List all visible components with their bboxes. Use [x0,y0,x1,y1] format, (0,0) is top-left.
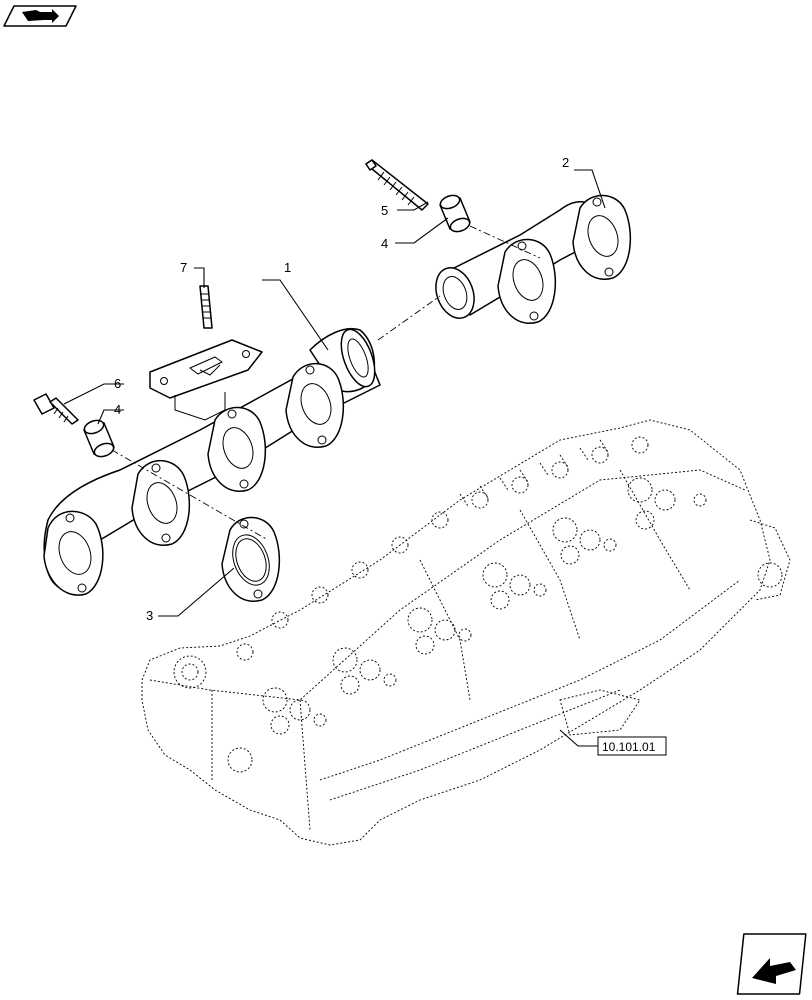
book-arrow-icon[interactable] [3,5,77,27]
exhaust-manifold-rear [43,328,381,596]
cylinder-head [141,419,791,846]
callout-1: 1 [284,260,291,275]
bolt [33,393,79,425]
callout-5: 5 [381,203,388,218]
callout-3: 3 [146,608,153,623]
stud-bolt [365,159,429,211]
reference-box[interactable]: 10.101.01 [597,736,667,756]
callout-2: 2 [562,155,569,170]
callout-4-lower: 4 [114,402,121,417]
spacer-sleeve-lower [83,419,115,458]
spacer-sleeve-upper [439,194,471,233]
callout-4-upper: 4 [381,236,388,251]
callout-leaders [63,169,606,747]
callout-7: 7 [180,260,187,275]
short-stud [199,285,213,329]
exhaust-manifold-front [435,194,632,324]
assembly-axis-lines [111,225,541,541]
next-page-arrow-icon[interactable] [736,933,807,995]
callout-6: 6 [114,376,121,391]
reference-code: 10.101.01 [602,740,656,754]
